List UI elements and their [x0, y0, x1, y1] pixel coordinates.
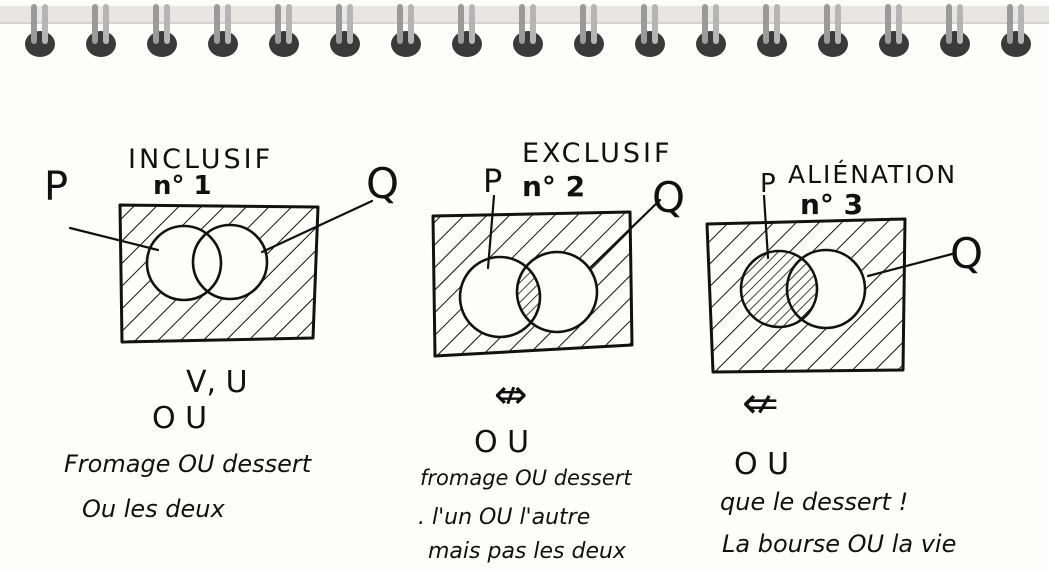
label-p: P — [44, 164, 68, 210]
logic-symbols: ⇎ — [494, 372, 528, 418]
panel-title: EXCLUSIF — [522, 138, 673, 169]
label-p: P — [483, 162, 502, 200]
logic-symbols: V, U — [186, 365, 248, 400]
panel-number: n° 2 — [522, 170, 585, 203]
panel-number: n° 1 — [153, 171, 212, 201]
caption-line-2: La bourse OU la vie — [722, 530, 956, 558]
caption-line-1: que le dessert ! — [720, 488, 908, 516]
panel-alienation: P Q ALIÉNATION n° 3 ⇍ O U que le dessert… — [707, 160, 983, 558]
caption-line-3: mais pas les deux — [428, 539, 627, 564]
caption-line-1: fromage OU dessert — [420, 466, 632, 490]
panel-inclusif: P Q INCLUSIF n° 1 V, U O U Fromage OU de… — [44, 144, 399, 523]
ou-symbol: O U — [474, 425, 529, 460]
ou-symbol: O U — [734, 447, 789, 482]
logic-symbols: ⇍ — [742, 378, 779, 429]
panel-number: n° 3 — [800, 188, 863, 221]
caption-line-1: Fromage OU dessert — [64, 450, 313, 478]
label-q: Q — [652, 173, 685, 222]
caption-line-2: Ou les deux — [82, 495, 226, 523]
label-p: P — [760, 169, 776, 199]
panel-title: ALIÉNATION — [788, 160, 957, 189]
ou-symbol: O U — [152, 401, 207, 436]
panel-exclusif: P Q EXCLUSIF n° 2 ⇎ O U fromage OU desse… — [418, 138, 685, 564]
label-q: Q — [950, 229, 983, 278]
label-q: Q — [366, 159, 399, 208]
caption-line-2: . l'un OU l'autre — [418, 505, 590, 530]
